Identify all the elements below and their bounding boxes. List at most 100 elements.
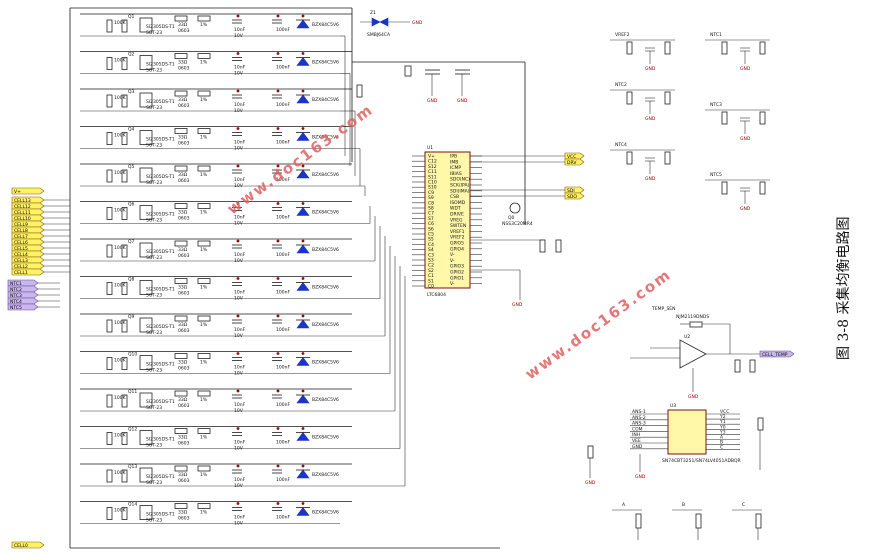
port-cell-temp xyxy=(759,350,795,358)
mux-pin-left: ANS-3 xyxy=(632,421,646,427)
mux-pin-right: Y0 xyxy=(719,424,726,430)
gate-r-value: 100K xyxy=(114,245,127,251)
port-drv-label: DRV xyxy=(567,160,577,166)
ic-pin-right: SDO(NC) xyxy=(450,177,470,183)
cap-value: 10nF xyxy=(234,365,246,371)
port-cell-label: CELL11 xyxy=(14,210,31,216)
mux-pin-right: Y2 xyxy=(719,414,726,420)
cap-value: 10nF xyxy=(234,477,246,483)
supply-filter: GND GND xyxy=(356,65,470,104)
cap-value: 10nF xyxy=(234,440,246,446)
cap-value: 10nF xyxy=(234,140,246,146)
gate-r-value: 100K xyxy=(114,58,127,64)
ic-pin-left: V+ xyxy=(428,154,435,160)
stage-3: 100KQ3SI2305DS-T1SOT-2333Ω06031%10nF10V1… xyxy=(80,88,356,176)
balance-mosfet xyxy=(139,242,153,258)
ic-pin-right: WDT xyxy=(450,206,461,212)
left-cell-ports: V+CELL13CELL12CELL11CELL10CELL9CELL8CELL… xyxy=(11,187,70,549)
balance-r-value: 33Ω xyxy=(178,97,188,103)
gate-resistor xyxy=(106,469,113,483)
zener-diode xyxy=(296,357,310,366)
balance-r-package: 0603 xyxy=(178,478,190,484)
mosfet-part: SI2305DS-T1 xyxy=(146,362,175,368)
gate-resistor-2 xyxy=(121,132,128,145)
balance-r-package: 0603 xyxy=(178,141,190,147)
balance-mosfet xyxy=(139,205,153,220)
ntc-net-label: NTC4 xyxy=(615,142,627,148)
port-cell xyxy=(11,226,45,234)
mosfet-ref: Q1 xyxy=(128,14,135,20)
cap-voltage: 10V xyxy=(234,221,244,227)
filter-r-tolerance: 1% xyxy=(200,510,208,516)
balance-r-value: 33Ω xyxy=(178,172,188,178)
ic-pin-left: C5 xyxy=(428,232,434,238)
zener-part: BZX84C5V6 xyxy=(312,360,339,366)
amp-ref: U2 xyxy=(684,334,690,340)
port-cell-label: CELL8 xyxy=(14,228,28,234)
ntc-net-gnd: GND xyxy=(645,176,656,182)
zener-diode xyxy=(296,207,310,216)
mosfet-ref: Q3 xyxy=(128,89,135,95)
top-tvs-diode: Z1 SMBJ64CA GND xyxy=(367,10,423,38)
balance-r-package: 0603 xyxy=(178,103,190,109)
port-ntc xyxy=(7,285,39,293)
ic-pin-left: S3 xyxy=(428,258,434,264)
balance-r-package: 0603 xyxy=(178,28,190,34)
mosfet-package: SOT-23 xyxy=(146,293,162,299)
mosfet-ref: Q7 xyxy=(128,239,135,245)
zener-diode xyxy=(296,57,310,66)
mosfet-part: SI2305DS-T1 xyxy=(146,474,175,480)
zener-part: BZX84C5V6 xyxy=(312,97,339,103)
filter-r-tolerance: 1% xyxy=(200,435,208,441)
port-cell xyxy=(11,214,45,222)
ic-pin-left: C9 xyxy=(428,190,434,196)
ic-pin-left: C7 xyxy=(428,211,434,217)
gate-r-value: 100K xyxy=(114,358,127,364)
isolation-part: NSS3C20MR4 xyxy=(502,221,533,227)
gate-r-value: 100K xyxy=(114,170,127,176)
balance-r-package: 0603 xyxy=(178,178,190,184)
balance-resistor xyxy=(174,53,188,59)
balance-r-value: 33Ω xyxy=(178,360,188,366)
cap-value: 10nF xyxy=(234,102,246,108)
cap2-value: 100nF xyxy=(276,327,290,333)
filter-resistor xyxy=(197,278,211,284)
cap-value: 10nF xyxy=(234,65,246,71)
cap-voltage: 10V xyxy=(234,296,244,302)
mosfet-ref: Q2 xyxy=(128,52,135,58)
cap-voltage: 10V xyxy=(234,146,244,152)
cap-value: 10nF xyxy=(234,177,246,183)
port-ntc xyxy=(7,291,39,299)
address-net-label: A xyxy=(622,502,626,508)
mosfet-ref: Q8 xyxy=(128,277,135,283)
mosfet-package: SOT-23 xyxy=(146,518,162,524)
gate-resistor xyxy=(106,507,113,520)
stage-9: 100KQ9SI2305DS-T1SOT-2333Ω06031%10nF10V1… xyxy=(80,236,386,339)
port-cell xyxy=(11,238,45,246)
gate-r-value: 100K xyxy=(114,320,127,326)
ic-pin-right: IPB xyxy=(450,154,457,160)
filter-resistor xyxy=(197,165,211,172)
ntc-net-label: VREF2 xyxy=(615,32,630,38)
mux-pin-right: Y1 xyxy=(719,419,726,425)
cap-value: 10nF xyxy=(234,402,246,408)
gate-r-value: 100K xyxy=(114,133,127,139)
balance-r-value: 33Ω xyxy=(178,22,188,28)
port-sdi-label: SDI xyxy=(567,188,575,194)
gate-resistor xyxy=(106,244,113,258)
supply-gnd-1: GND xyxy=(427,98,438,104)
balance-mosfet xyxy=(139,167,153,183)
mux-pin-right: B xyxy=(720,440,723,446)
address-net-label: C xyxy=(742,502,745,508)
ic-pin-right: V- xyxy=(450,252,455,258)
zener-diode xyxy=(296,282,310,291)
zener-diode xyxy=(296,132,310,141)
ntc-net-gnd: GND xyxy=(645,66,656,72)
ic-pin-left: C10 xyxy=(428,180,437,186)
port-cell xyxy=(11,202,45,210)
zener-diode xyxy=(296,94,310,104)
small-networks: VREF2GNDNTC1GNDNTC2GNDNTC3GNDNTC4GNDNTC5… xyxy=(610,32,770,212)
